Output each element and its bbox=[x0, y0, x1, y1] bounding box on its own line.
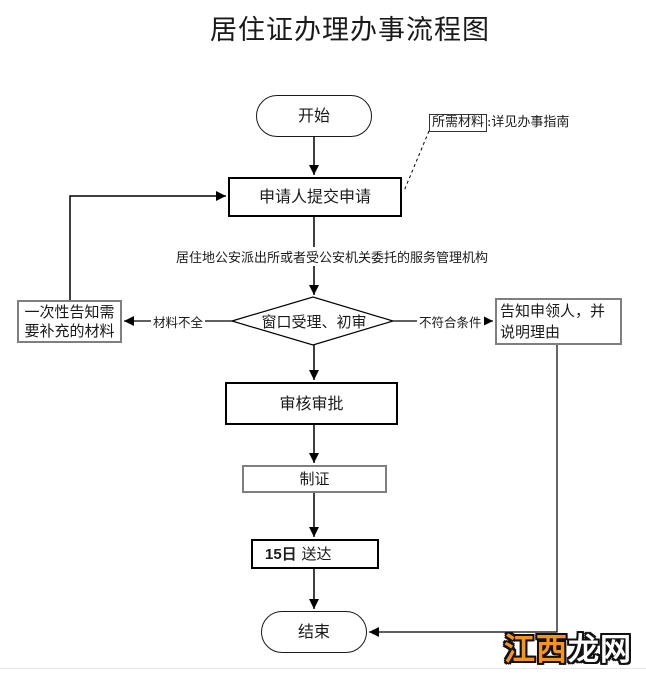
note-dotted-leader bbox=[403, 130, 430, 192]
page-title: 居住证办理办事流程图 bbox=[210, 15, 490, 46]
deliver-days: 15日 bbox=[265, 546, 297, 563]
branch-label-incomplete: 材料不全 bbox=[151, 312, 206, 331]
flow-node-apply: 申请人提交申请 bbox=[228, 177, 402, 217]
branch-label-not-qualified: 不符合条件 bbox=[417, 312, 484, 331]
flow-node-review: 审核审批 bbox=[225, 382, 398, 425]
materials-note-highlight: 所需材料 bbox=[429, 114, 488, 132]
flow-node-make-cert: 制证 bbox=[242, 465, 387, 493]
flow-node-end: 结束 bbox=[261, 611, 367, 653]
flow-node-deliver: 15日 送达 bbox=[251, 539, 379, 569]
materials-note: 所需材料:详见办事指南 bbox=[429, 111, 570, 132]
flow-node-notify-supplement: 一次性告知需要补充的材料 bbox=[17, 300, 122, 343]
deliver-rest: 送达 bbox=[296, 545, 332, 563]
flow-node-start: 开始 bbox=[256, 95, 372, 137]
watermark-part1: 江西 bbox=[504, 632, 568, 667]
arrow-reject-to-end bbox=[369, 345, 558, 637]
bottom-divider bbox=[0, 668, 646, 669]
arrow-supplement-to-apply bbox=[69, 191, 226, 300]
watermark-part2: 龙网 bbox=[568, 632, 632, 667]
site-watermark: 江西龙网 bbox=[504, 624, 632, 669]
flow-node-notify-reject: 告知申领人，并说明理由 bbox=[495, 298, 622, 345]
flow-node-decision: 窗口受理、初审 bbox=[261, 312, 367, 331]
agency-annotation: 居住地公安派出所或者受公安机关委托的服务管理机构 bbox=[173, 247, 492, 266]
materials-note-rest: :详见办事指南 bbox=[487, 115, 570, 130]
